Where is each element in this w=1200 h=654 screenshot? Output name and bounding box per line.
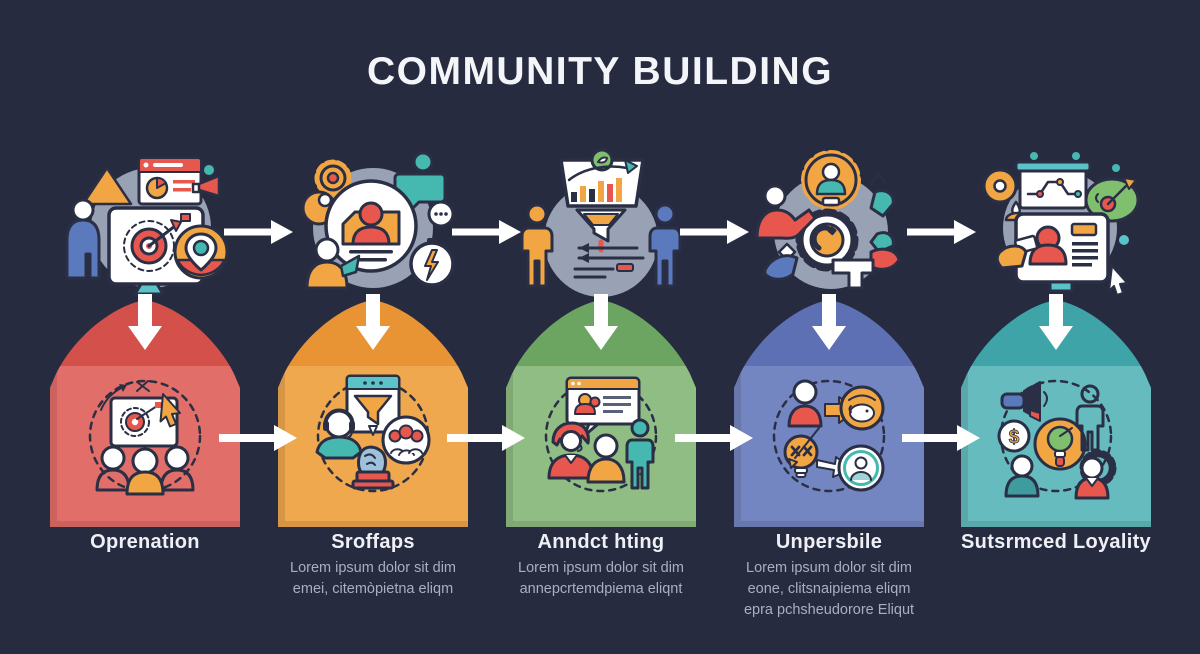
stage-5-label: Sutsrmced Loyality	[961, 531, 1151, 553]
dollar-icon: $	[997, 419, 1031, 453]
user-gear-badge-icon	[801, 150, 861, 210]
shuffle-arrows-icon	[136, 380, 150, 392]
browser-pie-icon	[137, 156, 203, 206]
lead-person-icon	[520, 203, 554, 288]
community-browser-icon	[565, 376, 641, 438]
raised-arm-icon	[869, 172, 887, 186]
advocate-person-icon	[1004, 454, 1040, 498]
piggy-bank-icon	[839, 385, 885, 431]
audience-icon	[95, 445, 195, 496]
profile-card-icon	[324, 179, 418, 273]
top-flow-arrow-1	[224, 220, 293, 244]
block-flow-arrow-3	[675, 425, 753, 451]
hand-card-icon	[995, 234, 1039, 270]
moderator-woman-icon	[547, 421, 595, 480]
top-flow-arrow-2	[452, 220, 521, 244]
stage-3-block-icon	[544, 376, 658, 493]
megaphone-icon	[191, 163, 221, 198]
top-flow-arrow-3	[680, 220, 749, 244]
stage-4-label: Unpersbile	[775, 531, 883, 553]
stage-5: $	[961, 0, 1151, 654]
person-flag-icon	[305, 237, 361, 290]
member-bust-icon	[586, 433, 626, 484]
stage-4-block-icon	[772, 379, 886, 493]
pyramid-icon	[81, 166, 133, 206]
person-bust-icon	[787, 379, 823, 428]
stage-2-label: Sroffaps	[331, 531, 415, 553]
page-title: COMMUNITY BUILDING	[366, 50, 834, 93]
strategy-board-icon	[109, 396, 179, 448]
flowchart-board-icon	[1014, 160, 1092, 210]
stage-1-block-icon	[88, 379, 202, 496]
cursor-icon	[1108, 265, 1128, 296]
down-arrow-3	[584, 294, 618, 350]
outline-person-icon	[1075, 384, 1105, 452]
location-pin-icon	[173, 224, 229, 280]
block-flow-arrow-2	[447, 425, 525, 451]
stage-5-block	[961, 300, 1151, 527]
donut-icon	[982, 168, 1018, 204]
down-arrow-4	[812, 294, 846, 350]
down-arrow-2	[356, 294, 390, 350]
cursor-icon	[159, 393, 181, 428]
member-group-icon	[381, 415, 431, 465]
failed-idea-bulb-icon	[783, 427, 820, 478]
megaphone-icon	[1000, 381, 1048, 422]
statue-icon	[351, 445, 395, 490]
top-flow-arrow-4	[907, 220, 976, 244]
center-gear-icon	[795, 208, 859, 272]
gear-icon	[314, 159, 352, 197]
stage-5-block-icon: $	[997, 379, 1117, 500]
stage-1-top-icon	[65, 156, 229, 296]
headset-agent-icon	[315, 408, 363, 460]
stage-1-label: Oprenation	[90, 531, 200, 553]
block-flow-arrow-1	[219, 425, 297, 451]
stage-2-top-icon	[301, 151, 455, 290]
supporting-hand-icon	[763, 242, 799, 281]
person-icon	[65, 198, 101, 280]
stage-5-top-icon	[982, 152, 1140, 296]
target-palette-icon	[1084, 177, 1140, 223]
down-arrow-5	[1039, 294, 1073, 350]
reaching-person-icon	[755, 184, 817, 240]
funnel-browser-icon	[345, 374, 401, 436]
pipe-icon	[831, 258, 875, 290]
member-avatar-icon	[837, 444, 885, 492]
member-figure-icon	[625, 418, 655, 490]
idea-bulb-icon	[1033, 417, 1087, 471]
down-arrow-1	[128, 294, 162, 350]
stage-3-label: Anndct hting	[537, 531, 665, 553]
stage-4-top-icon	[755, 150, 901, 290]
stopwatch-icon	[409, 238, 455, 287]
task-lines-icon	[573, 243, 645, 279]
funnel-icon	[575, 208, 627, 253]
loyal-member-gear-icon	[1074, 449, 1117, 500]
stage-3-top-icon	[520, 148, 682, 297]
svg-text:$: $	[1009, 427, 1020, 448]
growth-chart-icon	[559, 148, 645, 208]
profile-laptop-icon	[1014, 212, 1110, 293]
stage-2-block-icon	[315, 374, 431, 493]
block-flow-arrow-4	[902, 425, 980, 451]
stage-1: Oprenation	[50, 0, 240, 654]
member-person-icon	[648, 203, 682, 288]
